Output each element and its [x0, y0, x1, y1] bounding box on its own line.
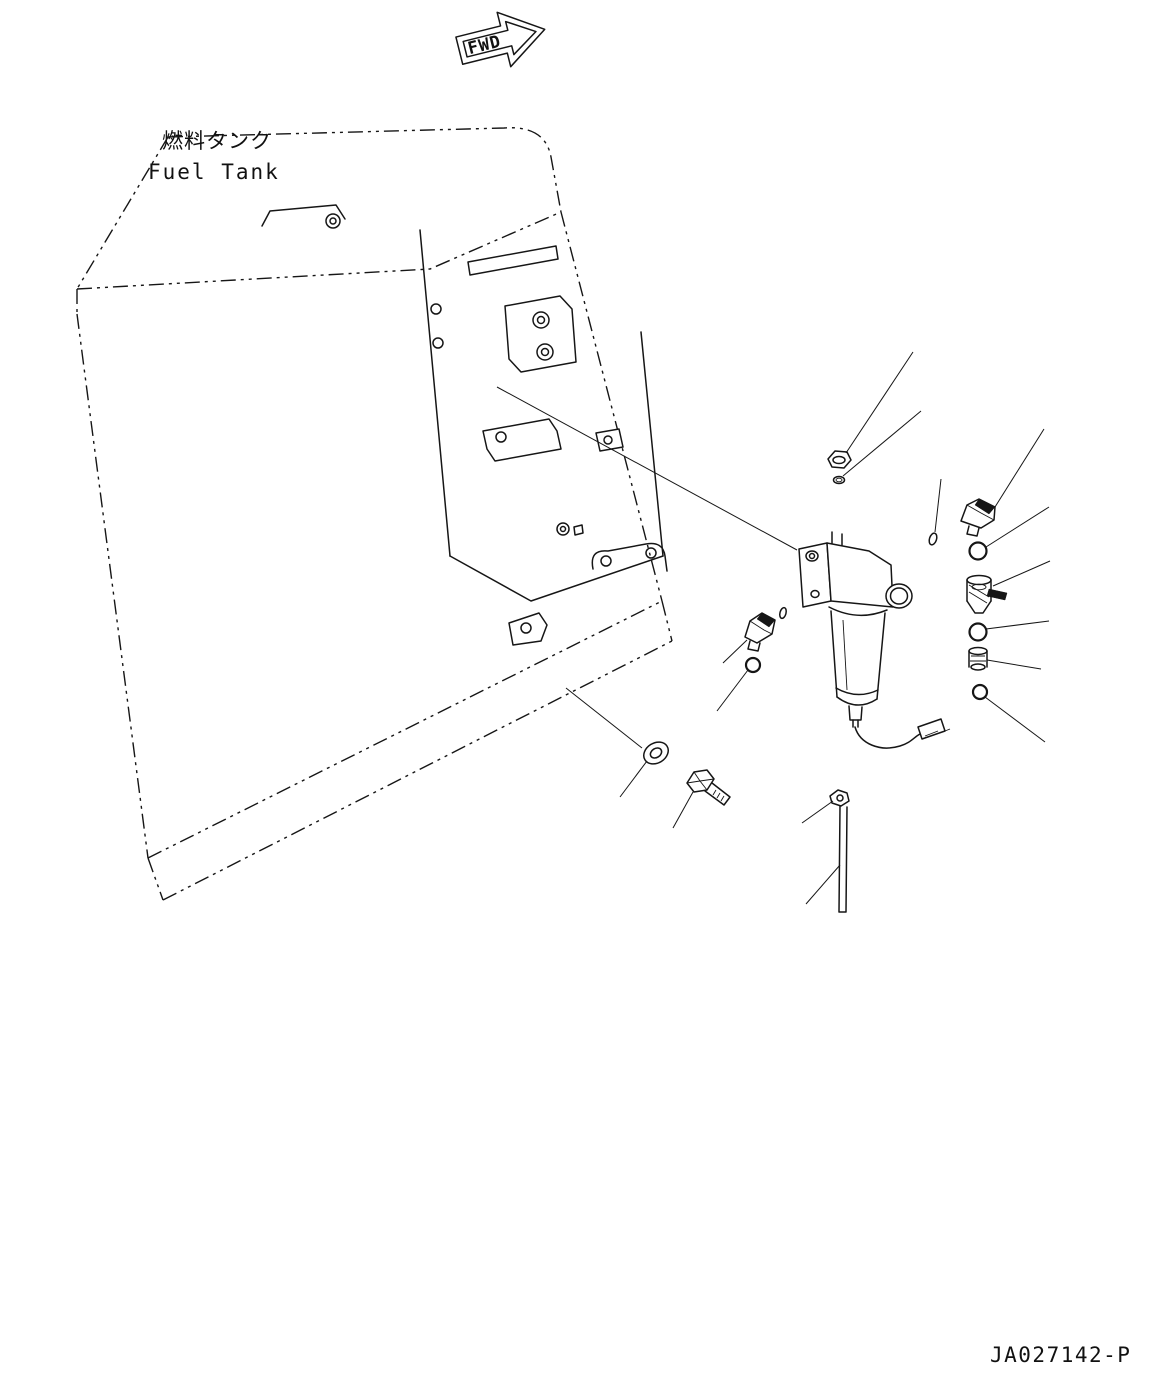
small-o-ring: [928, 532, 938, 546]
drain-plug-bolt: [827, 351, 922, 485]
hex-bolt: [672, 769, 731, 829]
filter-bracket: [504, 295, 577, 373]
drain-tube: [838, 805, 848, 913]
drawing-number: JA027142-P: [990, 1343, 1131, 1367]
elbow-o-ring: [716, 656, 762, 712]
fuel-tank-label: 燃料タンク Fuel Tank: [148, 129, 280, 184]
plain-washer: [619, 741, 669, 798]
valve-lever: [986, 588, 1008, 601]
tank-mounting-panel: [419, 229, 668, 646]
sensor-harness: [854, 726, 926, 749]
o-ring-middle: [968, 620, 1050, 642]
fuel-tank-label-en: Fuel Tank: [148, 160, 280, 184]
plug-o-ring: [832, 475, 846, 485]
fuel-tank-label-jp: 燃料タンク: [162, 129, 272, 153]
projection-lines: [496, 386, 798, 749]
filter-bowl: [828, 606, 888, 616]
fwd-arrow-outline: [455, 11, 546, 68]
fwd-arrow: FWD: [455, 11, 546, 68]
elbow-fitting: [722, 612, 776, 664]
nipple-fitting: [968, 646, 1042, 671]
filler-port: [325, 213, 341, 229]
small-o-ring-leader: [934, 478, 942, 533]
elbow-small-o-ring: [779, 606, 787, 620]
drain-valve: [966, 560, 1051, 614]
harness-connector: [917, 718, 946, 740]
quick-connector-elbow: [960, 428, 1045, 537]
filter-head: [826, 542, 894, 608]
o-ring-lower: [971, 683, 1046, 743]
o-ring-upper: [968, 506, 1050, 561]
hose-clamp: [829, 789, 850, 807]
fuel-filter-assembly: [798, 531, 951, 913]
fwd-arrow-inner-outline: [462, 20, 537, 58]
fuel-tank-outline: [76, 127, 673, 901]
